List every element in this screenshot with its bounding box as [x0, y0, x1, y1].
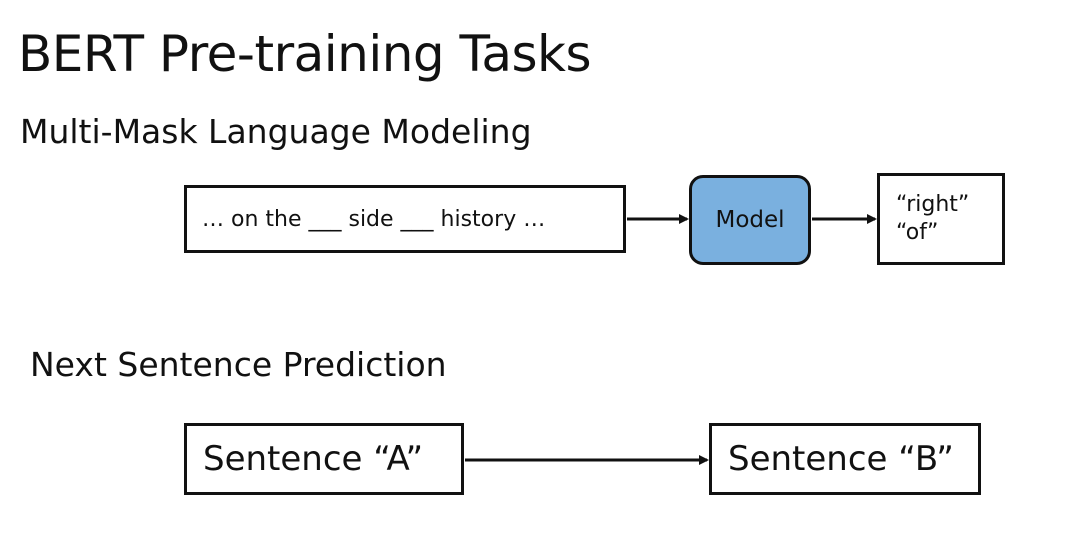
nsp-heading: Next Sentence Prediction: [30, 345, 447, 384]
slide-title: BERT Pre-training Tasks: [18, 25, 592, 83]
model-label: Model: [715, 207, 785, 233]
sentence-a-box: Sentence “A”: [184, 423, 464, 495]
model-box: Model: [689, 175, 811, 265]
masked-input-text: … on the ___ side ___ history …: [202, 206, 546, 232]
output-token: “of”: [896, 220, 939, 245]
sentence-b-box: Sentence “B”: [709, 423, 981, 495]
sentence-b-label: Sentence “B”: [728, 439, 954, 479]
sentence-a-label: Sentence “A”: [203, 439, 424, 479]
output-box: “right” “of”: [877, 173, 1005, 265]
masked-input-box: … on the ___ side ___ history …: [184, 185, 626, 253]
mlm-heading: Multi-Mask Language Modeling: [20, 112, 532, 151]
output-token: “right”: [896, 192, 970, 217]
